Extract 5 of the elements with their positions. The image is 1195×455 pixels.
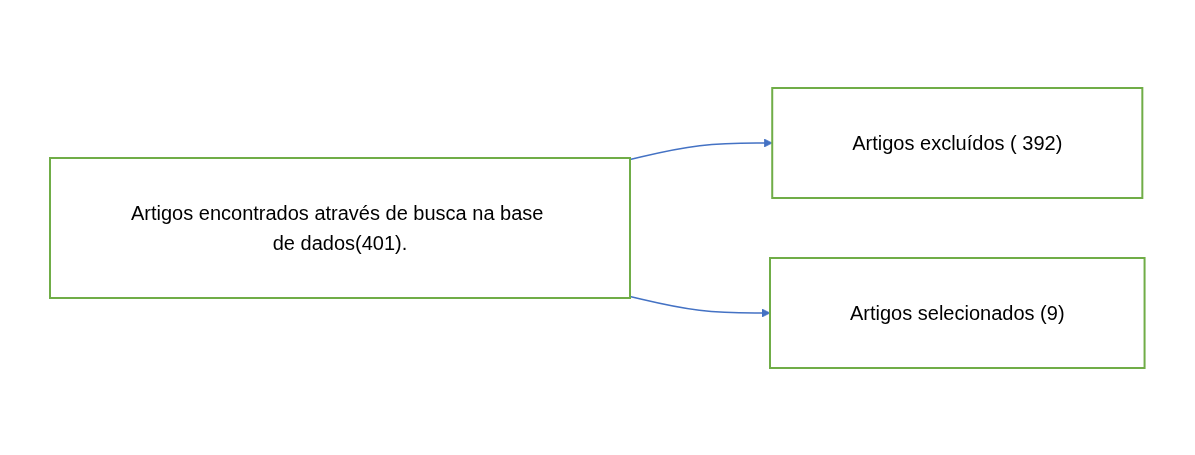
- node-box: Artigos selecionados (9): [769, 256, 1146, 369]
- node-box: Artigos encontrados através de busca na base de dados(401).: [49, 156, 632, 299]
- arrow: [629, 138, 773, 160]
- arrow: [629, 295, 771, 317]
- node-box: Artigos excluídos ( 392): [771, 86, 1144, 199]
